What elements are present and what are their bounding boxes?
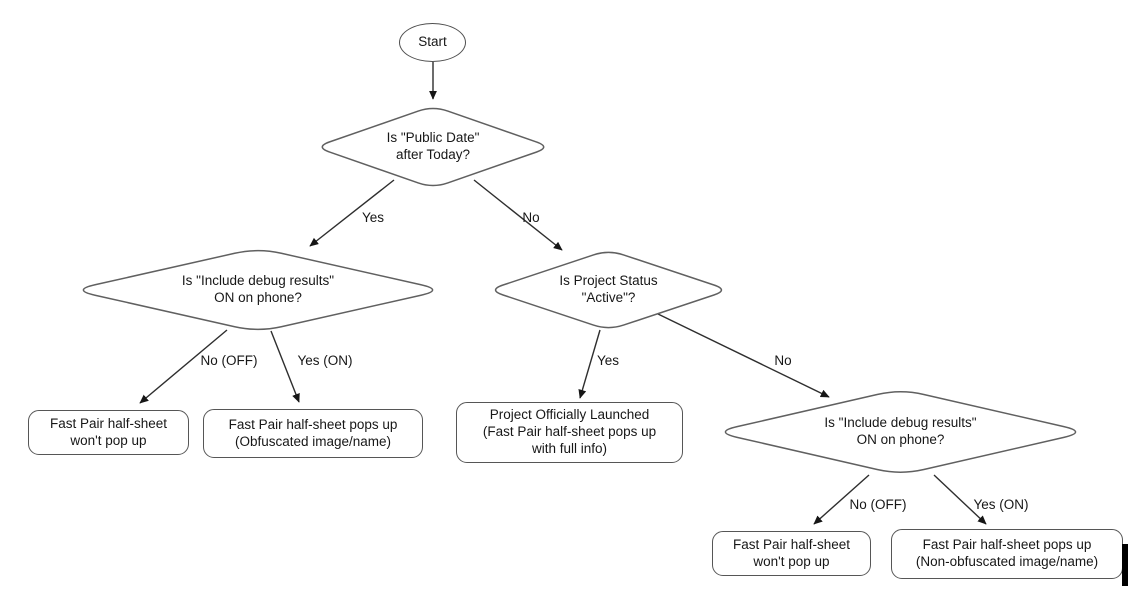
result-no-popup-right-label: Fast Pair half-sheet won't pop up [732, 536, 851, 569]
text-cursor-artifact [1122, 544, 1128, 586]
edge-project-status-yes [578, 329, 601, 399]
edge-debug-right-no [813, 474, 870, 525]
result-no-popup-right: Fast Pair half-sheet won't pop up [712, 531, 871, 576]
decision-debug-right-label: Is "Include debug results" ON on phone? [824, 415, 977, 447]
edge-public-date-yes [309, 179, 395, 247]
result-launched-label: Project Officially Launched (Fast Pair h… [482, 407, 657, 456]
edge-label-project-status-no: No [774, 353, 792, 368]
edge-debug-right-yes [933, 474, 987, 525]
node-start: Start [399, 23, 466, 62]
edge-label-public-date-no: No [522, 210, 540, 225]
decision-public-date-label: Is "Public Date" after Today? [386, 130, 480, 162]
diamond-shape [706, 386, 1095, 478]
result-non-obfuscated-label: Fast Pair half-sheet pops up (Non-obfusc… [915, 537, 1099, 569]
result-non-obfuscated: Fast Pair half-sheet pops up (Non-obfusc… [891, 529, 1123, 579]
decision-project-status-label: Is Project Status "Active"? [559, 273, 658, 305]
result-launched: Project Officially Launched (Fast Pair h… [456, 402, 683, 463]
decision-public-date: Is "Public Date" after Today? [310, 103, 556, 191]
edge-label-debug-left-yes: Yes (ON) [297, 353, 353, 368]
edge-debug-left-yes [270, 330, 300, 403]
edge-public-date-no [473, 179, 563, 251]
edge-debug-left-no [139, 329, 228, 404]
result-no-popup-left: Fast Pair half-sheet won't pop up [28, 410, 189, 455]
node-start-label: Start [418, 34, 447, 50]
edge-label-debug-right-yes: Yes (ON) [973, 497, 1029, 512]
result-obfuscated: Fast Pair half-sheet pops up (Obfuscated… [203, 409, 423, 458]
edge-label-project-status-yes: Yes [596, 353, 620, 368]
decision-project-status: Is Project Status "Active"? [483, 247, 734, 333]
edge-project-status-no [657, 313, 830, 398]
decision-debug-left: Is "Include debug results" ON on phone? [64, 245, 452, 335]
edge-label-debug-right-no: No (OFF) [849, 497, 907, 512]
decision-debug-right: Is "Include debug results" ON on phone? [706, 386, 1095, 478]
diamond-shape [483, 247, 734, 333]
decision-debug-left-label: Is "Include debug results" ON on phone? [181, 273, 335, 305]
diamond-shape [310, 103, 556, 191]
edge-label-debug-left-no: No (OFF) [200, 353, 258, 368]
edge-label-public-date-yes: Yes [361, 210, 385, 225]
result-no-popup-left-label: Fast Pair half-sheet won't pop up [49, 415, 168, 448]
result-obfuscated-label: Fast Pair half-sheet pops up (Obfuscated… [228, 416, 398, 449]
diamond-shape [64, 245, 452, 335]
